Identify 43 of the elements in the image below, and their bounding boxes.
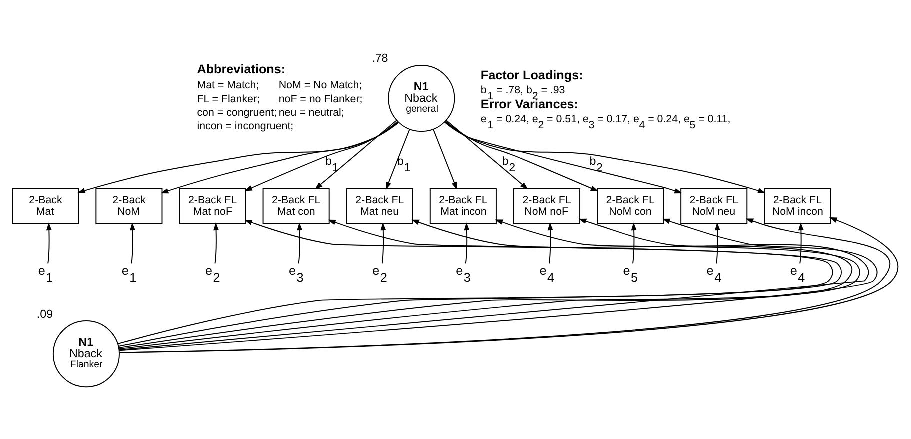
arrow [78,122,400,193]
label: NoM = No Match; [278,79,362,92]
node-box: 2-Back NoM [96,188,163,224]
node-circle: N1 Nback general [388,64,456,132]
node-box: 2-Back FL Mat incon [430,188,497,224]
label: Mat = Match; [197,79,260,92]
arrow [464,222,470,264]
arrow [314,119,398,190]
arrow [548,222,554,264]
label: FL = Flanker; [197,92,260,105]
node-box: 2-Back FL Mat neu [346,188,414,224]
arrow [46,222,52,264]
arrow [386,128,410,190]
label: con = congruent; [197,106,278,118]
label: Abbreviations: [197,62,286,76]
node-box: 2-Back FL Mat con [262,188,330,224]
arrow [244,120,398,191]
arrow [714,222,720,264]
label: Factor Loadings: [480,68,584,82]
node-box: 2-Back FL NoM con [597,188,664,224]
node-box: 2-Back FL NoM noF [513,188,580,224]
label: incon = incongruent; [197,120,294,132]
node-circle: N1 Nback Flanker [52,320,120,388]
node-label: .09 [36,307,54,320]
arrow [380,222,386,264]
arrow [297,222,303,264]
node-box: 2-Back FL Mat noF [179,188,246,224]
arrow [446,119,528,190]
arrow [631,222,637,264]
arrow [214,222,219,264]
arrow [160,121,399,194]
node-box: 2-Back FL NoM incon [764,188,832,224]
arrow [445,120,599,192]
label: noF = no Flanker; [278,92,363,105]
arrow [444,121,766,193]
arrow [130,222,136,264]
arrow [798,222,804,264]
node-label: .78 [372,52,388,65]
label: neu = neutral; [278,106,344,118]
node-box: 2-Back Mat [12,188,80,224]
node-box: 2-Back FL NoM neu [680,188,748,224]
arrow [444,120,682,194]
arrow [433,128,458,190]
